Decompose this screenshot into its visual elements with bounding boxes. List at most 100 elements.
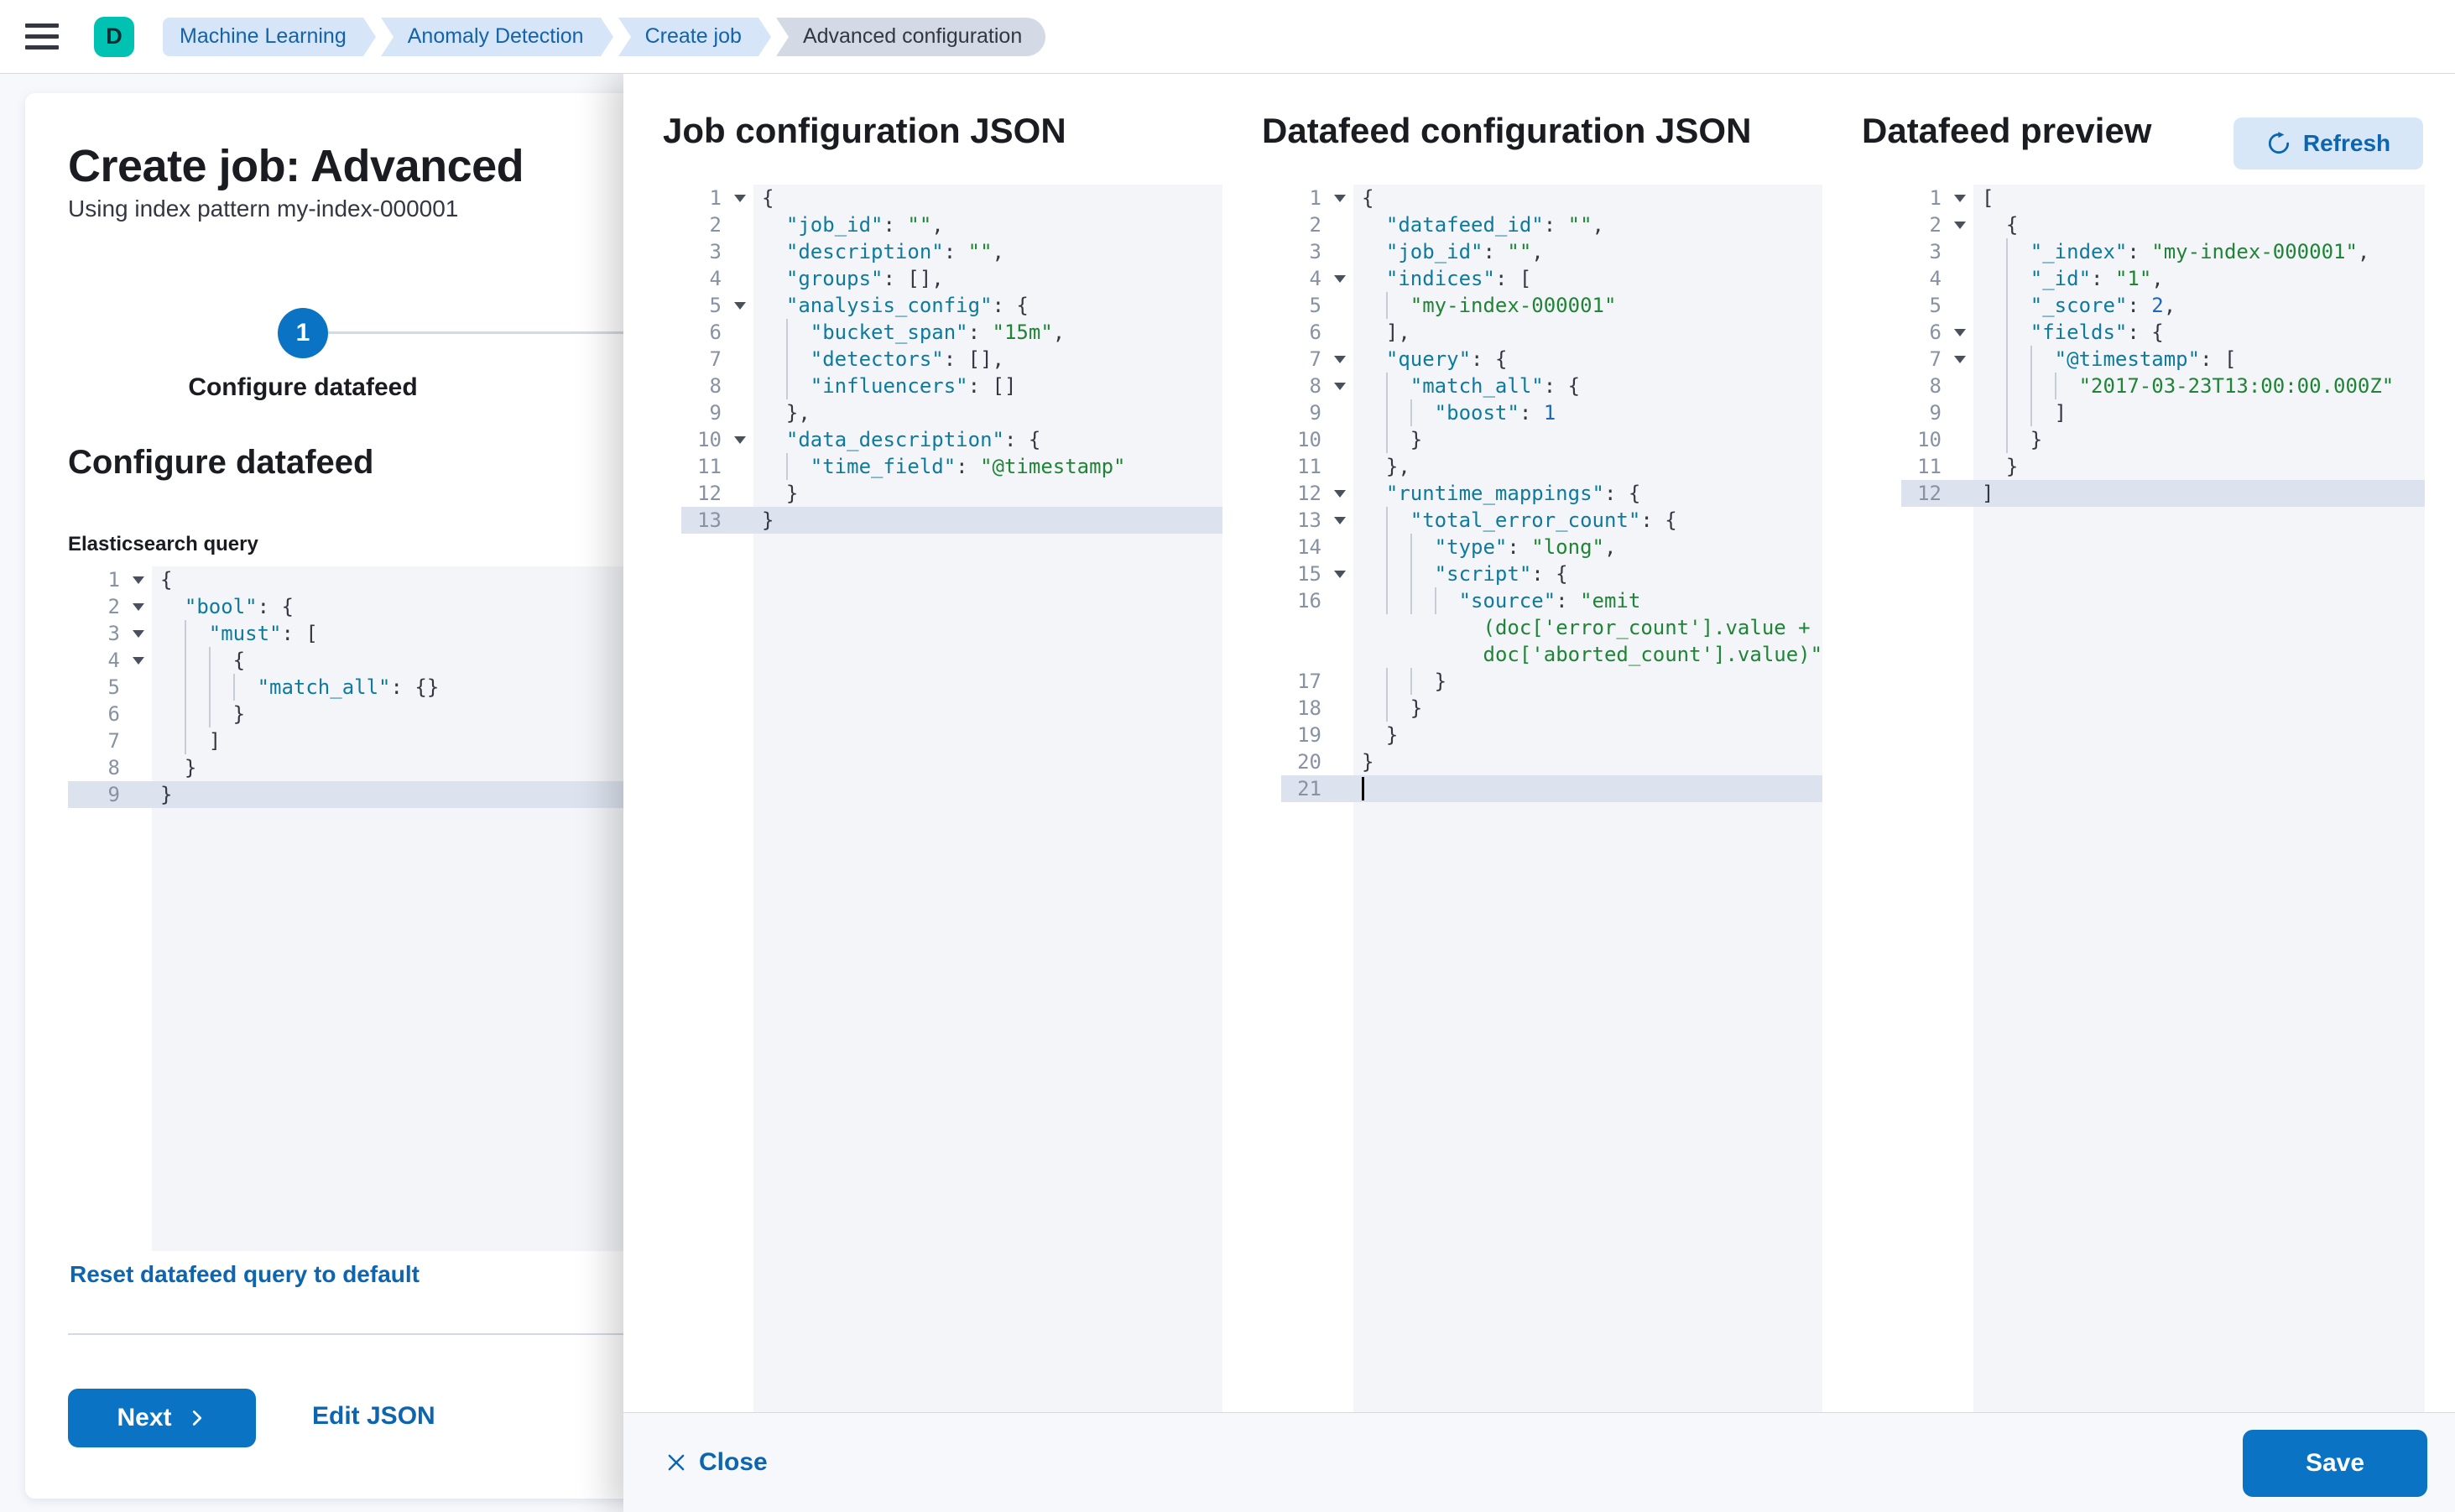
breadcrumb-machine-learning[interactable]: Machine Learning [163, 17, 376, 56]
code-text: "my-index-000001" [1353, 292, 1822, 319]
breadcrumb-anomaly-detection[interactable]: Anomaly Detection [380, 17, 613, 56]
editor-empty-area [68, 808, 649, 1251]
code-text: "job_id": "", [753, 211, 1222, 238]
fold-gutter [1948, 373, 1973, 399]
code-text: "script": { [1353, 560, 1822, 587]
fold-toggle-icon[interactable] [1328, 480, 1353, 507]
code-text: ], [1353, 319, 1822, 346]
fold-toggle-icon[interactable] [728, 292, 753, 319]
fold-gutter [1948, 265, 1973, 292]
line-number: 8 [107, 756, 120, 779]
edit-json-flyout: Job configuration JSON Datafeed configur… [623, 74, 2455, 1512]
code-line: 15"script": { [1281, 560, 1822, 587]
line-number: 7 [709, 347, 722, 371]
fold-gutter [728, 453, 753, 480]
code-text: "description": "", [753, 238, 1222, 265]
step-1-indicator[interactable]: 1 [278, 308, 328, 358]
line-number: 7 [107, 729, 120, 753]
reset-datafeed-query-link[interactable]: Reset datafeed query to default [70, 1261, 420, 1287]
code-line: 2"datafeed_id": "", [1281, 211, 1822, 238]
fold-gutter [728, 399, 753, 426]
datafeed-config-heading: Datafeed configuration JSON [1262, 111, 1752, 150]
fold-toggle-icon[interactable] [1948, 346, 1973, 373]
line-number: 12 [1297, 482, 1321, 505]
next-button[interactable]: Next [68, 1389, 256, 1447]
code-line: 4"_id": "1", [1901, 265, 2425, 292]
fold-toggle-icon[interactable] [1328, 346, 1353, 373]
code-text: }, [1353, 453, 1822, 480]
fold-gutter [127, 674, 152, 701]
fold-toggle-icon[interactable] [1948, 319, 1973, 346]
edit-json-link[interactable]: Edit JSON [312, 1402, 435, 1430]
code-line: 5"match_all": {} [68, 674, 649, 701]
fold-toggle-icon[interactable] [127, 566, 152, 593]
line-number: 6 [107, 702, 120, 726]
fold-toggle-icon[interactable] [127, 620, 152, 647]
code-line: 19} [1281, 722, 1822, 748]
line-number: 13 [697, 508, 722, 532]
fold-toggle-icon[interactable] [1328, 373, 1353, 399]
code-text: { [152, 566, 649, 593]
fold-toggle-icon[interactable] [127, 593, 152, 620]
line-number: 5 [709, 294, 722, 317]
datafeed-preview-editor[interactable]: 1[2{3"_index": "my-index-000001",4"_id":… [1901, 181, 2425, 1412]
code-text: "indices": [ [1353, 265, 1822, 292]
fold-toggle-icon[interactable] [1948, 211, 1973, 238]
code-line: 20} [1281, 748, 1822, 775]
menu-hamburger-icon[interactable] [25, 23, 59, 50]
code-line: 3"description": "", [681, 238, 1222, 265]
fold-toggle-icon[interactable] [728, 185, 753, 211]
save-button[interactable]: Save [2243, 1430, 2427, 1497]
fold-gutter [1328, 211, 1353, 238]
code-text: "datafeed_id": "", [1353, 211, 1822, 238]
fold-toggle-icon[interactable] [1328, 265, 1353, 292]
fold-gutter [1328, 695, 1353, 722]
fold-gutter [728, 507, 753, 534]
datafeed-config-json-editor[interactable]: 1{2"datafeed_id": "",3"job_id": "",4"ind… [1281, 181, 1822, 1412]
elasticsearch-query-editor[interactable]: 1{2"bool": {3"must": [4{5"match_all": {}… [68, 563, 649, 1251]
breadcrumb-create-job[interactable]: Create job [618, 17, 772, 56]
space-avatar[interactable]: D [94, 16, 134, 57]
fold-toggle-icon[interactable] [127, 647, 152, 674]
fold-gutter [127, 781, 152, 808]
breadcrumb: Machine Learning Anomaly Detection Creat… [163, 17, 1046, 56]
close-button[interactable]: Close [660, 1413, 773, 1512]
page-title: Create job: Advanced [68, 141, 524, 191]
line-number: 3 [107, 622, 120, 645]
fold-gutter [1948, 399, 1973, 426]
line-number: 5 [1929, 294, 1942, 317]
refresh-button-label: Refresh [2302, 130, 2391, 156]
code-line: 11} [1901, 453, 2425, 480]
line-number: 18 [1297, 696, 1321, 720]
fold-gutter [1948, 292, 1973, 319]
line-number: 14 [1297, 535, 1321, 559]
next-button-label: Next [117, 1404, 172, 1431]
close-icon [668, 1454, 685, 1471]
line-number: 10 [697, 428, 722, 451]
job-config-heading: Job configuration JSON [663, 111, 1066, 150]
fold-toggle-icon[interactable] [1328, 560, 1353, 587]
code-text: "runtime_mappings": { [1353, 480, 1822, 507]
refresh-button[interactable]: Refresh [2233, 117, 2423, 169]
fold-gutter [1948, 238, 1973, 265]
line-number: 13 [1297, 508, 1321, 532]
code-line: 7"query": { [1281, 346, 1822, 373]
fold-toggle-icon[interactable] [1948, 185, 1973, 211]
line-number: 8 [1309, 374, 1321, 398]
fold-toggle-icon[interactable] [1328, 507, 1353, 534]
chevron-right-icon [192, 1410, 201, 1426]
job-config-json-editor[interactable]: 1{2"job_id": "",3"description": "",4"gro… [681, 181, 1222, 1412]
fold-gutter [728, 319, 753, 346]
line-number [1281, 614, 1328, 641]
fold-toggle-icon[interactable] [728, 426, 753, 453]
code-line: 10} [1901, 426, 2425, 453]
code-text: "match_all": {} [152, 674, 649, 701]
es-query-label: Elasticsearch query [68, 533, 258, 555]
code-text: "fields": { [1973, 319, 2425, 346]
code-line: 10"data_description": { [681, 426, 1222, 453]
code-line: (doc['error_count'].value + [1281, 614, 1822, 641]
fold-toggle-icon[interactable] [1328, 185, 1353, 211]
line-number: 17 [1297, 670, 1321, 693]
code-line: 1[ [1901, 185, 2425, 211]
code-line: 12] [1901, 480, 2425, 507]
